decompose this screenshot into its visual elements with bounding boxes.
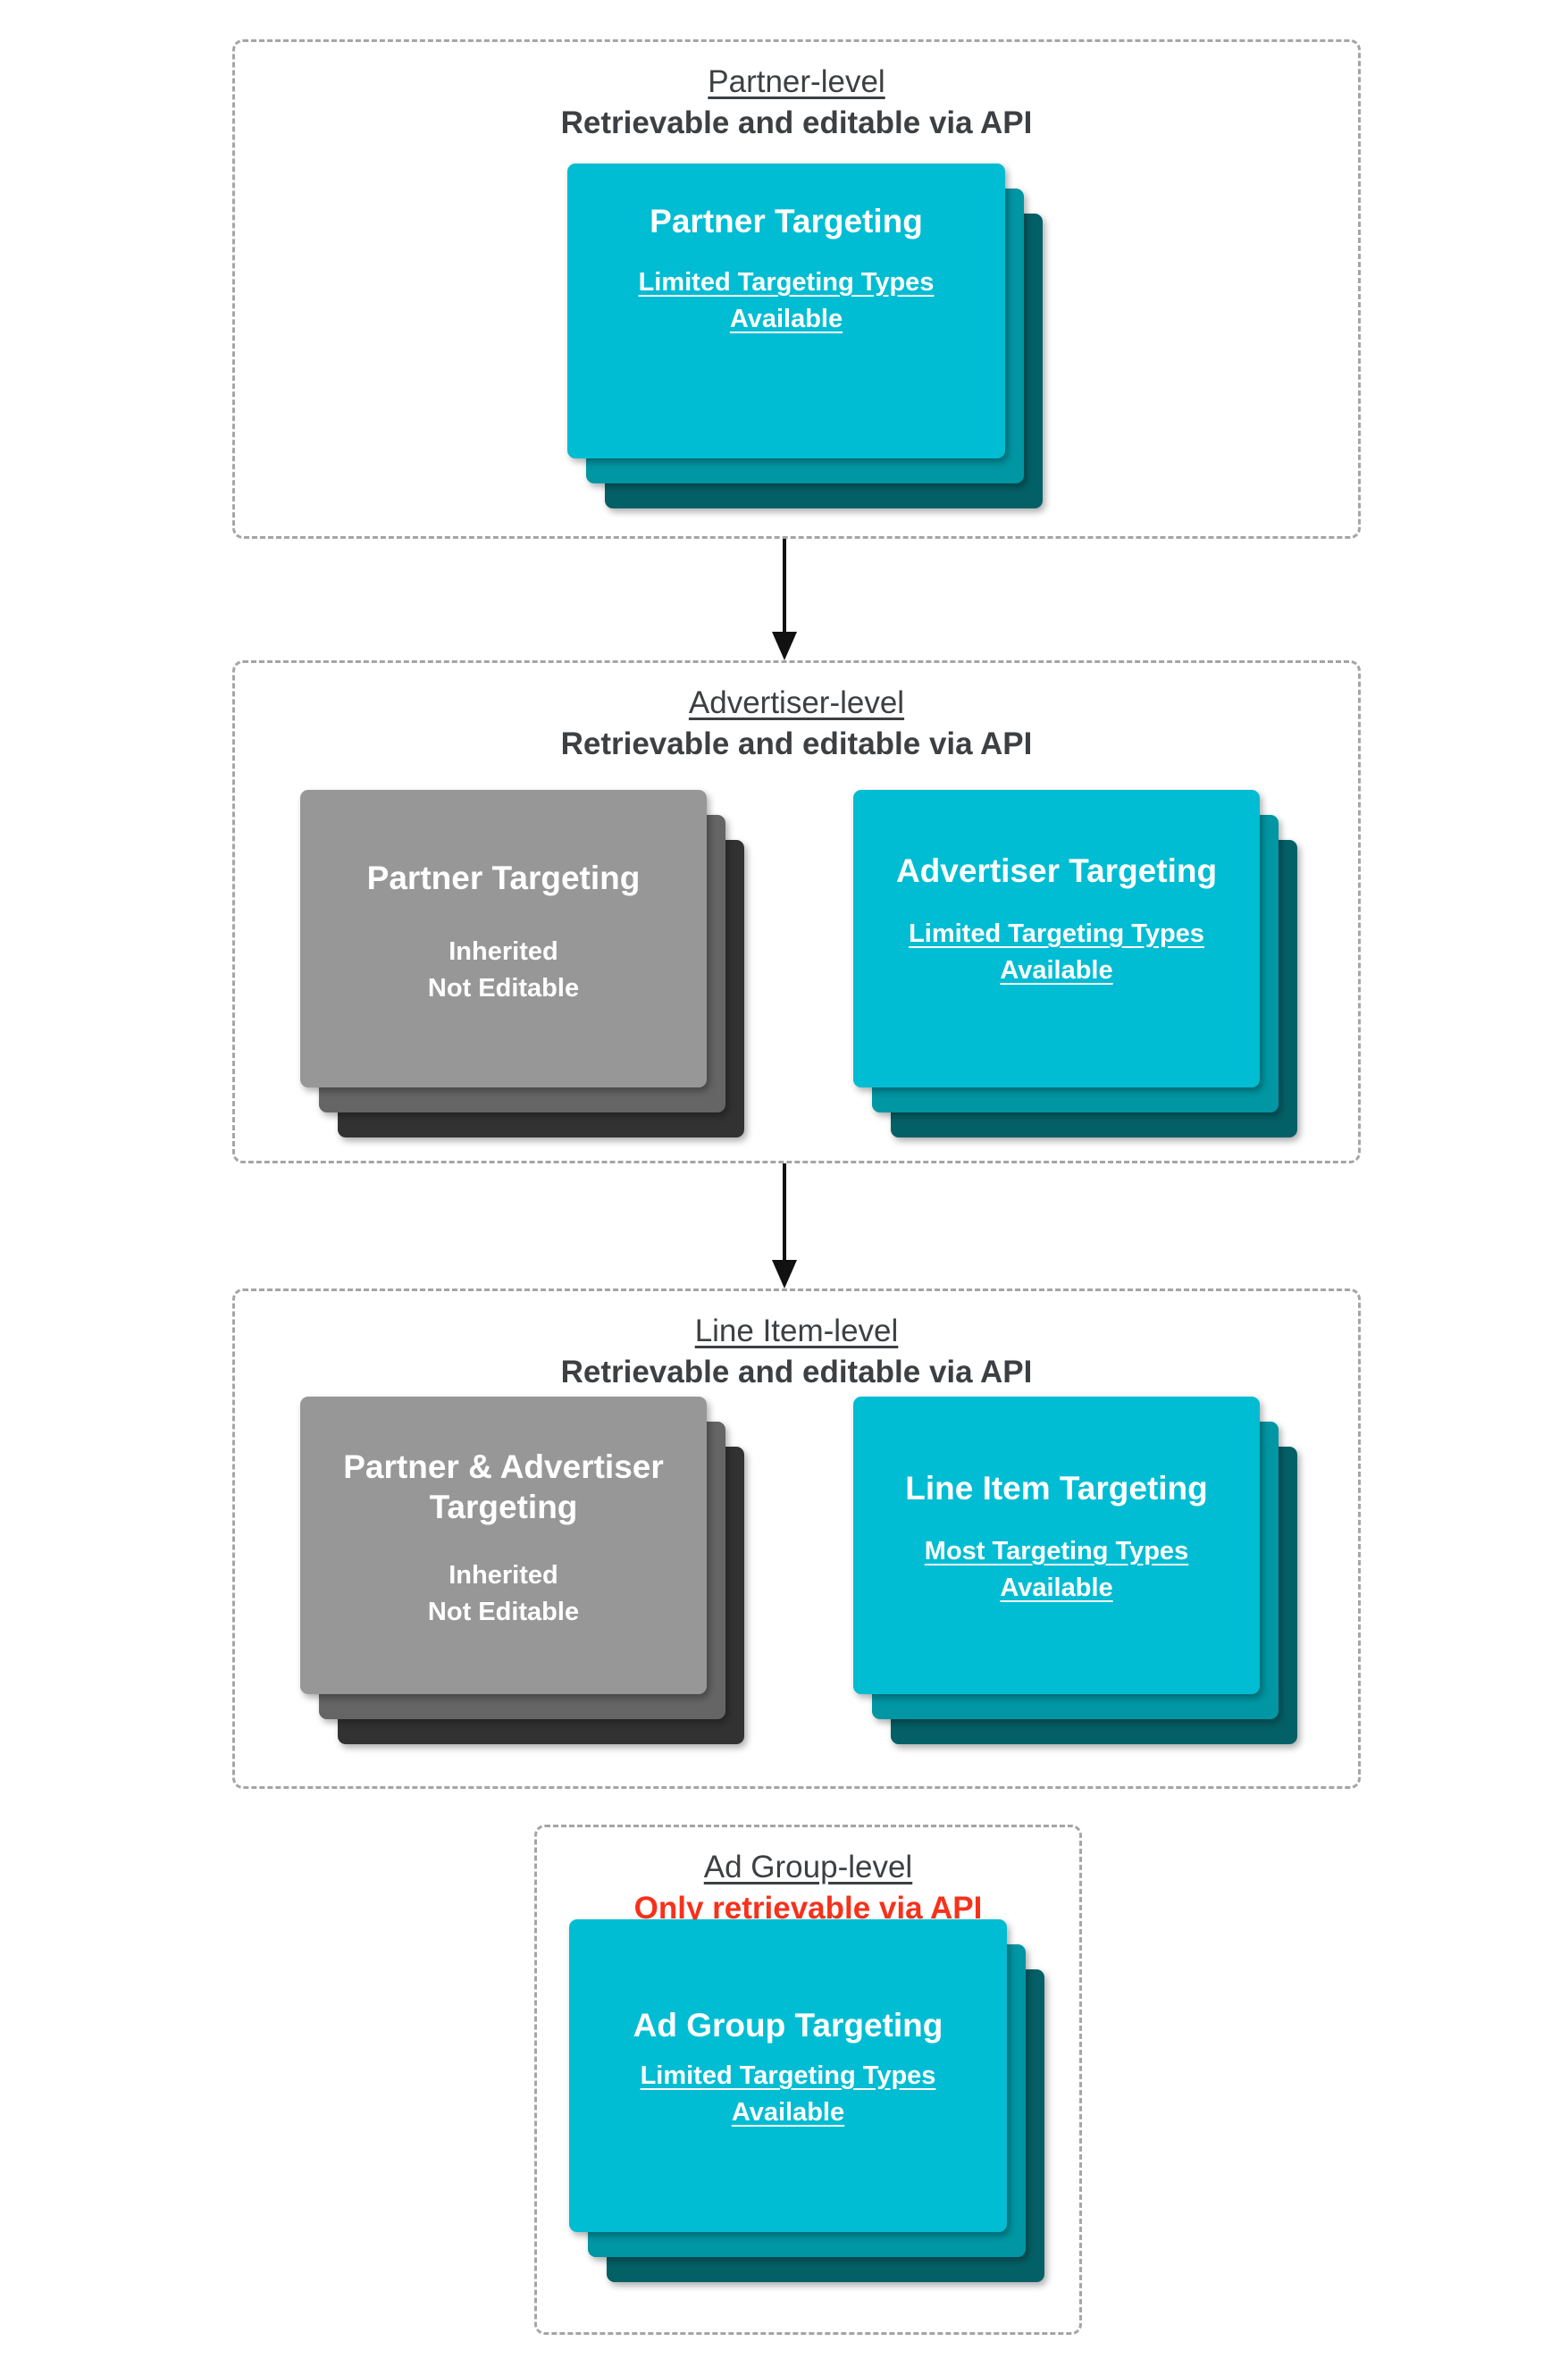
line-item-targeting-card: Line Item Targeting Most Targeting Types… xyxy=(853,1397,1260,1694)
card-subtitle: Inherited Not Editable xyxy=(428,934,579,1007)
inherited-partner-advertiser-card-stack: Partner & Advertiser Targeting Inherited… xyxy=(300,1397,744,1744)
partner-targeting-card-stack: Partner Targeting Limited Targeting Type… xyxy=(567,164,1043,508)
inherited-partner-targeting-card-stack: Partner Targeting Inherited Not Editable xyxy=(300,790,744,1137)
section-ad-group-level: Ad Group-level Only retrievable via API … xyxy=(534,1825,1082,2335)
section-header: Line Item-level Retrievable and editable… xyxy=(235,1311,1358,1392)
card-title: Partner & Advertiser Targeting xyxy=(343,1448,664,1526)
card-subtitle-line: Not Editable xyxy=(427,974,580,1003)
section-subtitle: Retrievable and editable via API xyxy=(560,105,1033,140)
arrow-shaft xyxy=(783,539,786,632)
card-subtitle: Most Targeting Types Available xyxy=(925,1533,1188,1607)
section-title: Line Item-level xyxy=(694,1314,899,1348)
card-subtitle: Limited Targeting Types Available xyxy=(909,916,1204,989)
section-subtitle: Retrievable and editable via API xyxy=(560,1354,1033,1389)
card-subtitle-line: Available xyxy=(731,2098,845,2128)
ad-group-targeting-card: Ad Group Targeting Limited Targeting Typ… xyxy=(569,1919,1007,2232)
line-item-targeting-card-stack: Line Item Targeting Most Targeting Types… xyxy=(853,1397,1297,1744)
section-title: Advertiser-level xyxy=(688,685,905,720)
section-header: Advertiser-level Retrievable and editabl… xyxy=(235,683,1358,764)
section-header: Ad Group-level Only retrievable via API xyxy=(537,1847,1079,1928)
card-subtitle-line: Limited Targeting Types xyxy=(640,2061,936,2091)
card-subtitle: Limited Targeting Types Available xyxy=(641,2058,936,2131)
section-subtitle: Retrievable and editable via API xyxy=(560,726,1033,761)
card-subtitle: Limited Targeting Types Available xyxy=(639,264,935,338)
inherited-partner-advertiser-card: Partner & Advertiser Targeting Inherited… xyxy=(300,1397,707,1694)
card-subtitle-line: Available xyxy=(729,305,843,334)
card-subtitle-line: Inherited xyxy=(449,937,558,967)
partner-targeting-card: Partner Targeting Limited Targeting Type… xyxy=(567,164,1005,458)
ad-group-targeting-card-stack: Ad Group Targeting Limited Targeting Typ… xyxy=(569,1919,1044,2282)
arrow-head xyxy=(772,632,797,660)
section-header: Partner-level Retrievable and editable v… xyxy=(235,62,1358,143)
card-subtitle: Inherited Not Editable xyxy=(428,1557,579,1631)
section-line-item-level: Line Item-level Retrievable and editable… xyxy=(232,1288,1361,1789)
card-title: Line Item Targeting xyxy=(905,1470,1208,1507)
card-subtitle-line: Limited Targeting Types xyxy=(909,919,1204,949)
section-partner-level: Partner-level Retrievable and editable v… xyxy=(232,39,1361,539)
advertiser-targeting-card: Advertiser Targeting Limited Targeting T… xyxy=(853,790,1260,1087)
card-subtitle-line: Not Editable xyxy=(427,1598,580,1627)
card-subtitle-line: Limited Targeting Types xyxy=(638,268,935,298)
flow-arrow-icon xyxy=(771,1163,798,1288)
section-advertiser-level: Advertiser-level Retrievable and editabl… xyxy=(232,660,1361,1163)
card-subtitle-line: Most Targeting Types xyxy=(924,1537,1189,1566)
advertiser-targeting-card-stack: Advertiser Targeting Limited Targeting T… xyxy=(853,790,1297,1137)
card-title: Advertiser Targeting xyxy=(895,852,1218,889)
card-subtitle-line: Available xyxy=(1000,956,1113,986)
card-subtitle-line: Inherited xyxy=(449,1561,558,1591)
section-title: Ad Group-level xyxy=(703,1850,913,1884)
card-title: Partner Targeting xyxy=(366,860,641,896)
inherited-partner-targeting-card: Partner Targeting Inherited Not Editable xyxy=(300,790,707,1087)
flow-arrow-icon xyxy=(771,539,798,660)
card-title: Partner Targeting xyxy=(650,203,923,239)
card-subtitle-line: Available xyxy=(1000,1574,1113,1603)
arrow-head xyxy=(772,1260,797,1288)
card-title: Ad Group Targeting xyxy=(633,2007,943,2044)
arrow-shaft xyxy=(783,1163,786,1260)
section-title: Partner-level xyxy=(708,64,885,99)
